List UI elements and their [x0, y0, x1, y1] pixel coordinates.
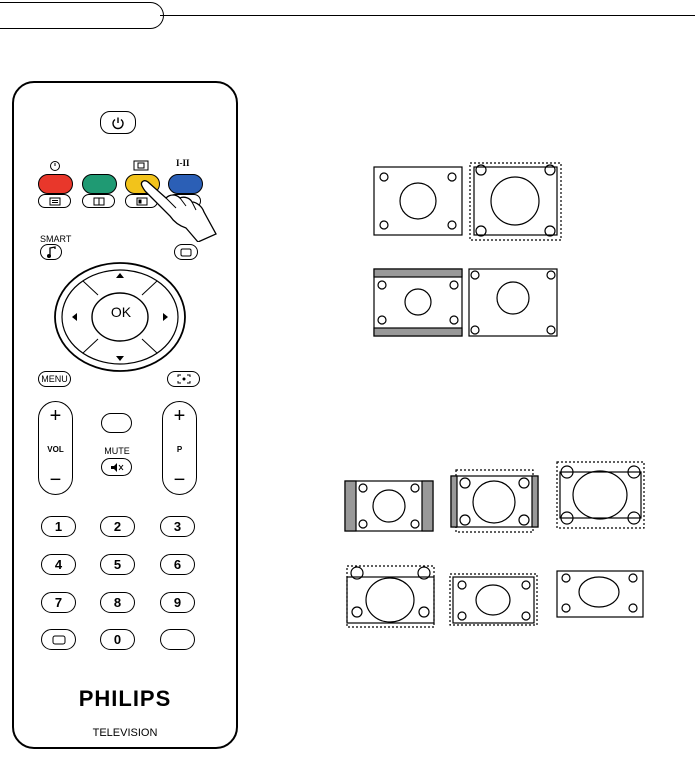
format-letterbox: [374, 269, 462, 336]
program-down[interactable]: −: [162, 469, 197, 492]
mute-label: MUTE: [100, 446, 134, 456]
format-button[interactable]: [167, 371, 200, 387]
number-7-button[interactable]: 7: [41, 592, 76, 613]
ok-label: OK: [106, 304, 136, 320]
volume-up[interactable]: +: [38, 405, 73, 428]
power-button[interactable]: [100, 111, 136, 134]
hand-icon: [136, 176, 226, 242]
mute-button[interactable]: [101, 458, 132, 476]
number-8-button[interactable]: 8: [100, 592, 135, 613]
note-icon: [46, 246, 56, 258]
volume-down[interactable]: −: [38, 469, 73, 492]
previous-channel-button[interactable]: [160, 629, 195, 650]
teletext-icon: [49, 197, 61, 206]
format-expand-4-3: [470, 163, 561, 240]
blank-button[interactable]: [101, 413, 132, 433]
zoom-icon: [177, 374, 191, 384]
format-subtitle-zoom: [347, 566, 434, 627]
screen-icon: [180, 248, 192, 257]
power-icon: [111, 116, 125, 130]
av-button[interactable]: [41, 629, 76, 650]
number-5-button[interactable]: 5: [100, 554, 135, 575]
format-14-9: [451, 470, 538, 532]
format-pillarbox: [345, 481, 433, 531]
smart-sound-button[interactable]: [40, 244, 62, 260]
red-button[interactable]: [38, 174, 73, 194]
format-superwide: [450, 574, 537, 625]
p-label: P: [162, 445, 197, 454]
format-16-9-zoom: [557, 462, 644, 528]
number-0-button[interactable]: 0: [100, 629, 135, 650]
number-4-button[interactable]: 4: [41, 554, 76, 575]
number-2-button[interactable]: 2: [100, 516, 135, 537]
header-tab: [0, 2, 164, 29]
format-4-3: [374, 167, 462, 235]
mix-button[interactable]: [82, 194, 115, 208]
smart-label: SMART: [40, 234, 71, 244]
teletext-button[interactable]: [38, 194, 71, 208]
screen-icon: [52, 635, 66, 645]
smart-picture-button[interactable]: [174, 244, 198, 260]
green-button[interactable]: [82, 174, 117, 194]
brand-subtitle: TELEVISION: [12, 727, 238, 739]
format-widescreen: [557, 571, 643, 617]
brand-logo: PHILIPS: [12, 686, 238, 712]
number-3-button[interactable]: 3: [160, 516, 195, 537]
format-icon: [133, 160, 149, 171]
vol-label: VOL: [38, 445, 73, 454]
screen-format-diagrams: [340, 150, 660, 640]
program-up[interactable]: +: [162, 405, 197, 428]
format-compress-16-9: [469, 269, 557, 336]
lang-label: I-II: [176, 158, 190, 168]
number-6-button[interactable]: 6: [160, 554, 195, 575]
timer-icon: [48, 160, 62, 172]
header-rule: [160, 15, 695, 16]
menu-button[interactable]: MENU: [38, 371, 71, 387]
mix-icon: [93, 197, 105, 206]
number-1-button[interactable]: 1: [41, 516, 76, 537]
number-9-button[interactable]: 9: [160, 592, 195, 613]
mute-icon: [110, 462, 124, 473]
